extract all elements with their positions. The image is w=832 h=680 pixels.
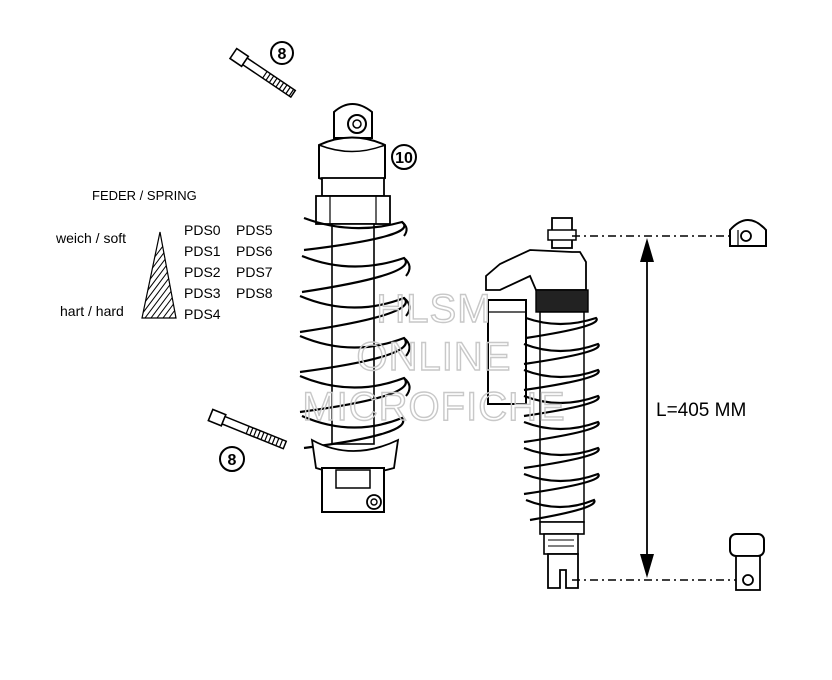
- watermark-line2: ONLINE: [357, 335, 512, 379]
- callout-bolt-top-label: 8: [278, 46, 287, 63]
- length-dimension: [572, 235, 744, 581]
- pds-6: PDS6: [236, 243, 273, 259]
- bottom-bolt: [207, 408, 288, 450]
- pds-0: PDS0: [184, 222, 221, 238]
- left-shock-absorber: [299, 103, 411, 513]
- pds-8: PDS8: [236, 285, 273, 301]
- pds-2: PDS2: [184, 264, 221, 280]
- watermark-line3: MICROFICHE: [302, 385, 565, 429]
- right-shock-absorber: [485, 217, 600, 589]
- watermark-line1: HLSM: [376, 287, 491, 331]
- pds-5: PDS5: [236, 222, 273, 238]
- pds-7: PDS7: [236, 264, 273, 280]
- callout-bolt-bottom-label: 8: [228, 452, 237, 469]
- callout-shock-label: 10: [395, 150, 413, 167]
- pds-3: PDS3: [184, 285, 221, 301]
- top-eye-detail: [729, 219, 767, 247]
- pds-1: PDS1: [184, 243, 221, 259]
- soft-label: weich / soft: [55, 230, 126, 246]
- top-bolt: [228, 47, 297, 99]
- stiffness-wedge: [141, 231, 177, 319]
- spring-legend-title: FEDER / SPRING: [92, 188, 197, 203]
- spring-legend: FEDER / SPRING weich / soft hart / hard …: [55, 188, 273, 322]
- callout-bolt-bottom: 8: [219, 446, 245, 472]
- watermark: HLSM ONLINE MICROFICHE: [302, 286, 566, 429]
- length-label: L=405 MM: [656, 400, 746, 421]
- callout-bolt-top: 8: [270, 41, 294, 65]
- bottom-eye-detail: [729, 533, 765, 591]
- hard-label: hart / hard: [60, 303, 124, 319]
- callout-shock: 10: [391, 144, 417, 170]
- pds-4: PDS4: [184, 306, 221, 322]
